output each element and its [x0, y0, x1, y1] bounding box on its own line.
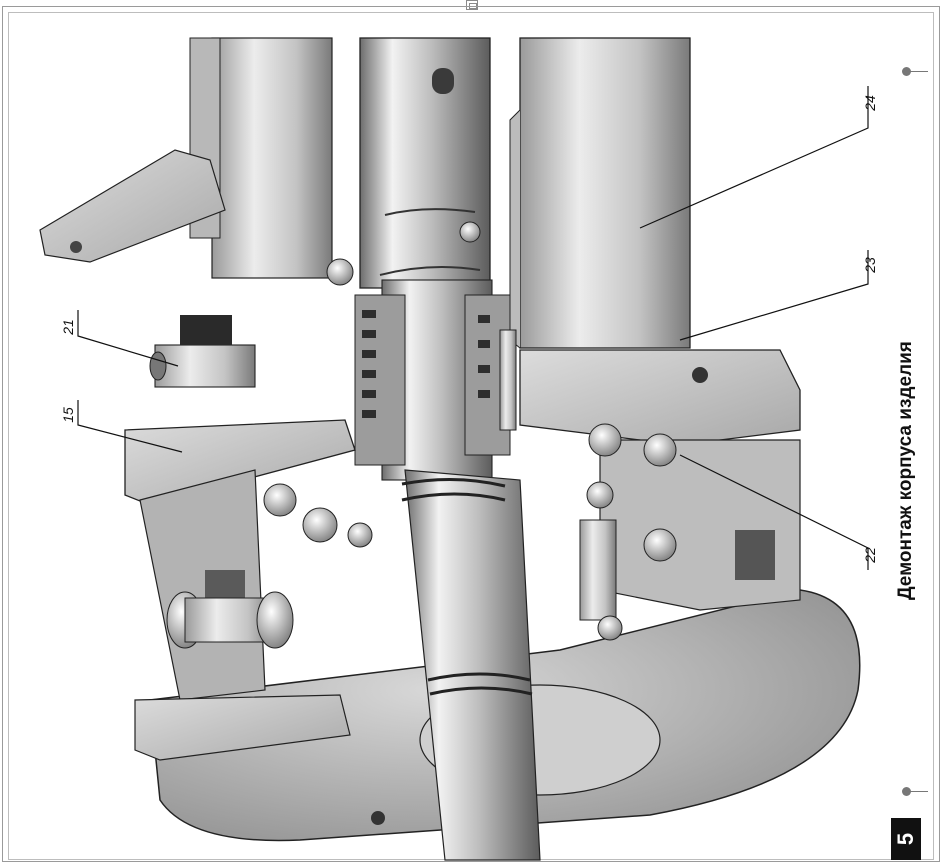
- outer-frame: [2, 6, 940, 862]
- fitting: [149, 315, 256, 388]
- callout-15: 15: [59, 407, 76, 423]
- lower-left-flange: [134, 694, 351, 761]
- page-number: 5: [893, 832, 918, 846]
- right-flange-block: [519, 349, 801, 611]
- seal-assembly: [354, 294, 511, 466]
- left-bracket: [39, 149, 226, 263]
- marker-line-bottom: [908, 791, 928, 792]
- left-rod: [189, 37, 333, 279]
- fasteners: [263, 221, 677, 641]
- roller: [166, 591, 294, 649]
- marker-dot-bottom: [902, 787, 911, 796]
- callout-22: 22: [861, 547, 878, 563]
- leader-lines: [77, 86, 869, 570]
- callout-21: 21: [59, 319, 76, 335]
- page-number-badge: 5: [891, 818, 921, 860]
- callout-24: 24: [861, 95, 878, 111]
- callout-23: 23: [861, 257, 878, 273]
- marker-line-top: [908, 71, 928, 72]
- marker-dot-top: [902, 67, 911, 76]
- page-title: Демонтаж корпуса изделия: [895, 341, 916, 600]
- right-cylinder: [509, 37, 691, 349]
- left-clamp: [124, 419, 356, 701]
